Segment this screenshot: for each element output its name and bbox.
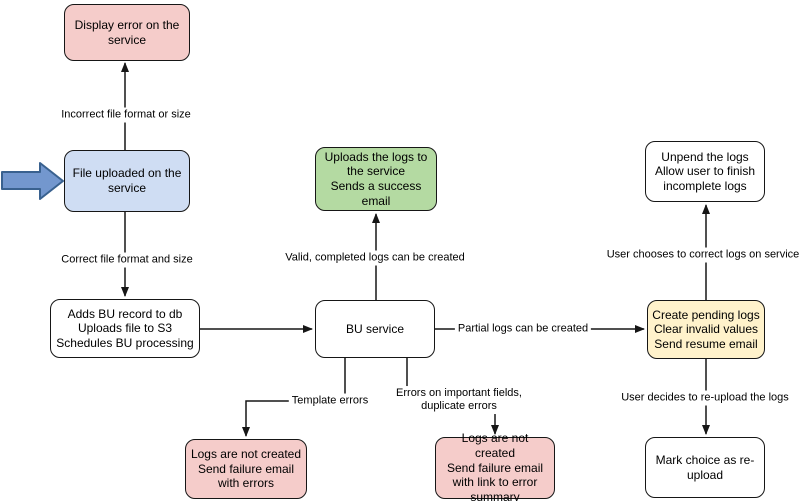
node-uploads-logs-success-email-label: Uploads the logs to the service Sends a …	[324, 149, 428, 208]
node-logs-not-created-error-summary: Logs are not created Send failure email …	[435, 431, 555, 501]
edge-template-errors-label: Template errors	[288, 393, 372, 409]
node-mark-choice-reupload: Mark choice as re- upload	[645, 437, 765, 498]
node-file-uploaded-on-service: File uploaded on the service	[64, 150, 190, 212]
node-adds-bu-record: Adds BU record to db Uploads file to S3 …	[50, 299, 200, 358]
node-logs-not-created-error-summary-label: Logs are not created Send failure email …	[446, 431, 544, 501]
entry-arrow-icon	[1, 162, 64, 200]
node-adds-bu-record-label: Adds BU record to db Uploads file to S3 …	[56, 306, 194, 350]
node-unpend-logs: Unpend the logs Allow user to finish inc…	[645, 141, 765, 202]
node-create-pending-logs: Create pending logs Clear invalid values…	[647, 300, 765, 359]
node-uploads-logs-success-email: Uploads the logs to the service Sends a …	[315, 147, 437, 211]
node-display-error-on-service: Display error on the service	[64, 4, 190, 61]
node-bu-service: BU service	[315, 300, 435, 358]
node-mark-choice-reupload-label: Mark choice as re- upload	[655, 452, 755, 482]
edge-incorrect-file-format-label: Incorrect file format or size	[58, 107, 194, 123]
edge-valid-completed-logs-label: Valid, completed logs can be created	[282, 250, 468, 266]
node-file-uploaded-on-service-label: File uploaded on the service	[72, 166, 182, 195]
edge-important-field-errors-label: Errors on important fields, duplicate er…	[393, 386, 525, 414]
node-unpend-logs-label: Unpend the logs Allow user to finish inc…	[654, 149, 756, 193]
edge-partial-logs-created-label: Partial logs can be created	[454, 321, 592, 337]
node-create-pending-logs-label: Create pending logs Clear invalid values…	[652, 307, 760, 351]
edge-user-corrects-on-service-label: User chooses to correct logs on service	[603, 247, 801, 263]
edge-correct-file-format-label: Correct file format and size	[58, 252, 196, 268]
node-logs-not-created-with-errors-label: Logs are not created Send failure email …	[190, 447, 302, 491]
edge-user-reuploads-logs-label: User decides to re-upload the logs	[618, 390, 792, 406]
node-display-error-on-service-label: Display error on the service	[74, 17, 180, 47]
node-bu-service-label: BU service	[345, 321, 404, 336]
node-logs-not-created-with-errors: Logs are not created Send failure email …	[185, 439, 307, 499]
